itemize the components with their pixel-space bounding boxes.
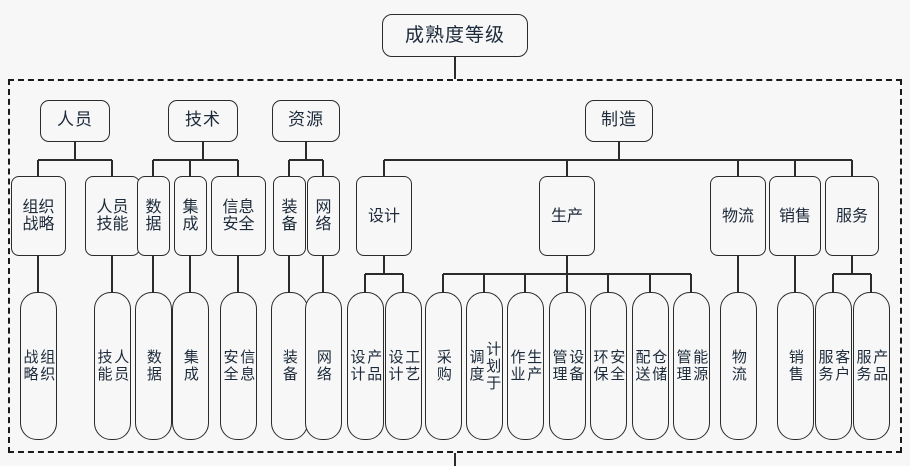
leaf-data[interactable]: 数据 [135,292,172,440]
node-label: 数据 [144,349,163,383]
leaf-warehouse-distribution[interactable]: 仓储 配送 [632,292,669,440]
node-label: 人员 技能 [96,197,129,233]
dashed-group-region [8,79,902,453]
node-information-security[interactable]: 信息 安全 [211,176,266,256]
node-label: 能源 管理 [674,349,710,383]
node-label: 组织 战略 [22,197,55,233]
node-data[interactable]: 数 据 [137,176,170,256]
node-integration[interactable]: 集 成 [174,176,207,256]
node-resources[interactable]: 资源 [272,100,340,142]
leaf-procurement[interactable]: 采购 [425,292,462,440]
node-label: 技术 [185,110,221,131]
node-label: 服务 [835,205,868,225]
leaf-logistics[interactable]: 物流 [720,292,757,440]
node-label: 信息 安全 [221,349,257,383]
node-label: 设计 [367,205,400,225]
node-logistics-l3[interactable]: 物流 [710,176,766,256]
node-label: 产品 设计 [348,349,384,383]
node-network[interactable]: 网 络 [307,176,340,256]
leaf-integration[interactable]: 集成 [172,292,209,440]
leaf-sales[interactable]: 销售 [777,292,814,440]
node-label: 产品 服务 [854,349,890,383]
leaf-personnel-skills[interactable]: 人员 技能 [94,292,131,440]
node-label: 销售 [778,205,811,225]
node-label: 资源 [288,110,324,131]
leaf-energy-management[interactable]: 能源 管理 [673,292,710,440]
node-sales-l3[interactable]: 销售 [769,176,821,256]
leaf-information-security[interactable]: 信息 安全 [220,292,257,440]
node-label: 销售 [786,349,805,383]
node-label: 集成 [181,349,200,383]
node-label: 人员 技能 [95,349,131,383]
node-production[interactable]: 生产 [539,176,595,256]
leaf-planning-scheduling[interactable]: 计划于 调度 [466,292,503,440]
leaf-process-design[interactable]: 工艺 设计 [385,292,422,440]
node-label: 网 络 [315,197,332,233]
leaf-organization-strategy[interactable]: 组织 战略 [20,292,57,440]
leaf-equipment[interactable]: 装备 [271,292,308,440]
node-label: 物流 [729,349,748,383]
node-organization-strategy[interactable]: 组织 战略 [11,176,66,256]
leaf-customer-service[interactable]: 客户 服务 [815,292,852,440]
leaf-safety-environment[interactable]: 安全 环保 [590,292,627,440]
node-label: 客户 服务 [816,349,852,383]
node-design[interactable]: 设计 [356,176,412,256]
node-label: 仓储 配送 [633,349,669,383]
node-label: 生产 作业 [508,349,544,383]
leaf-product-design[interactable]: 产品 设计 [347,292,384,440]
node-label: 安全 环保 [591,349,627,383]
node-label: 装备 [280,349,299,383]
node-label: 数 据 [145,197,162,233]
leaf-equipment-management[interactable]: 设备 管理 [549,292,586,440]
node-label: 物流 [721,205,754,225]
node-label: 设备 管理 [550,349,586,383]
node-label: 组织 战略 [21,349,57,383]
node-label: 工艺 设计 [386,349,422,383]
node-label: 制造 [601,110,637,131]
node-label: 装 备 [281,197,298,233]
leaf-production-operations[interactable]: 生产 作业 [507,292,544,440]
leaf-network[interactable]: 网络 [305,292,342,440]
node-personnel-skills[interactable]: 人员 技能 [85,176,140,256]
node-label: 成熟度等级 [404,23,505,46]
node-label: 人员 [57,110,93,131]
node-label: 计划于 调度 [467,340,503,392]
node-technology[interactable]: 技术 [168,100,238,142]
node-label: 信息 安全 [222,197,255,233]
node-personnel[interactable]: 人员 [40,100,110,142]
node-label: 生产 [550,205,583,225]
node-label: 集 成 [182,197,199,233]
node-root-maturity-level[interactable]: 成熟度等级 [382,14,528,57]
node-equipment[interactable]: 装 备 [273,176,306,256]
node-label: 采购 [434,349,453,383]
node-service-l3[interactable]: 服务 [825,176,879,256]
node-manufacturing[interactable]: 制造 [585,100,653,142]
node-label: 网络 [314,349,333,383]
leaf-product-service[interactable]: 产品 服务 [853,292,890,440]
